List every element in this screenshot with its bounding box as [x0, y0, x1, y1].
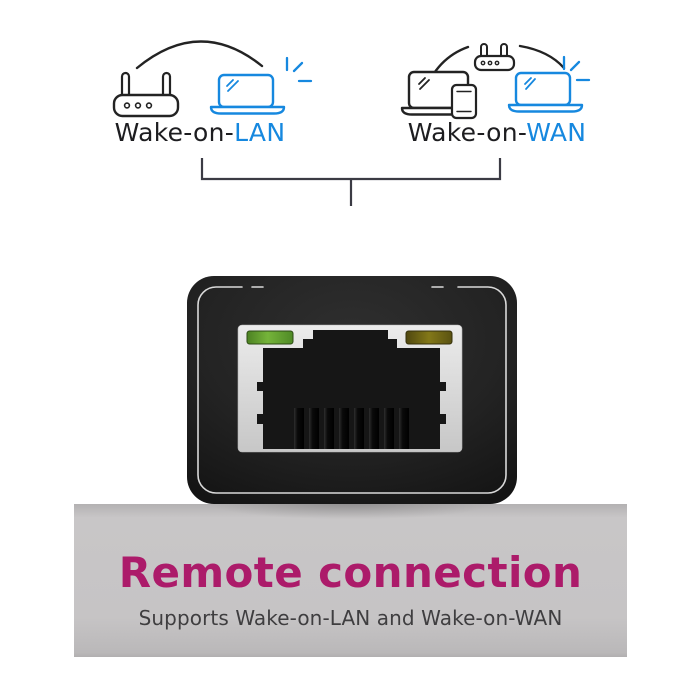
waking-laptop-icon	[209, 56, 313, 115]
banner: Remote connection Supports Wake-on-LAN a…	[74, 504, 627, 657]
wake-sparkle-icon	[285, 56, 313, 83]
rj45-pins	[294, 408, 409, 449]
wake-on-wan-prefix: Wake-on-	[407, 118, 527, 147]
rj45-opening	[263, 330, 440, 449]
rj45-side-notches	[257, 382, 446, 424]
rj45-port	[237, 324, 463, 453]
waking-laptop-icon	[507, 55, 591, 113]
banner-title: Remote connection	[118, 548, 583, 597]
lan-arc	[135, 40, 264, 70]
banner-subtitle: Supports Wake-on-LAN and Wake-on-WAN	[138, 606, 563, 631]
wake-on-lan-highlight: LAN	[234, 118, 286, 147]
wake-on-lan-prefix: Wake-on-	[114, 118, 235, 147]
phone-icon	[450, 83, 478, 120]
led-link-green	[246, 330, 294, 345]
led-activity-amber	[405, 330, 453, 345]
wake-on-lan-label: Wake-on-LAN	[100, 118, 300, 147]
wake-on-wan-label: Wake-on-WAN	[397, 118, 597, 147]
device-shadow	[160, 503, 540, 525]
wake-on-wan-highlight: WAN	[526, 118, 587, 147]
bracket-connector	[200, 158, 502, 206]
lan-group-art	[112, 40, 313, 118]
wan-group-art	[400, 43, 591, 120]
laptop-and-phone-icon	[400, 70, 478, 120]
bracket-line	[200, 158, 502, 206]
wake-sparkle-icon	[562, 55, 591, 82]
router-icon	[112, 71, 180, 118]
device-hairline	[197, 286, 507, 494]
small-router-icon	[473, 43, 516, 72]
wan-arc-right	[518, 44, 566, 70]
ethernet-port-illustration	[187, 276, 517, 504]
